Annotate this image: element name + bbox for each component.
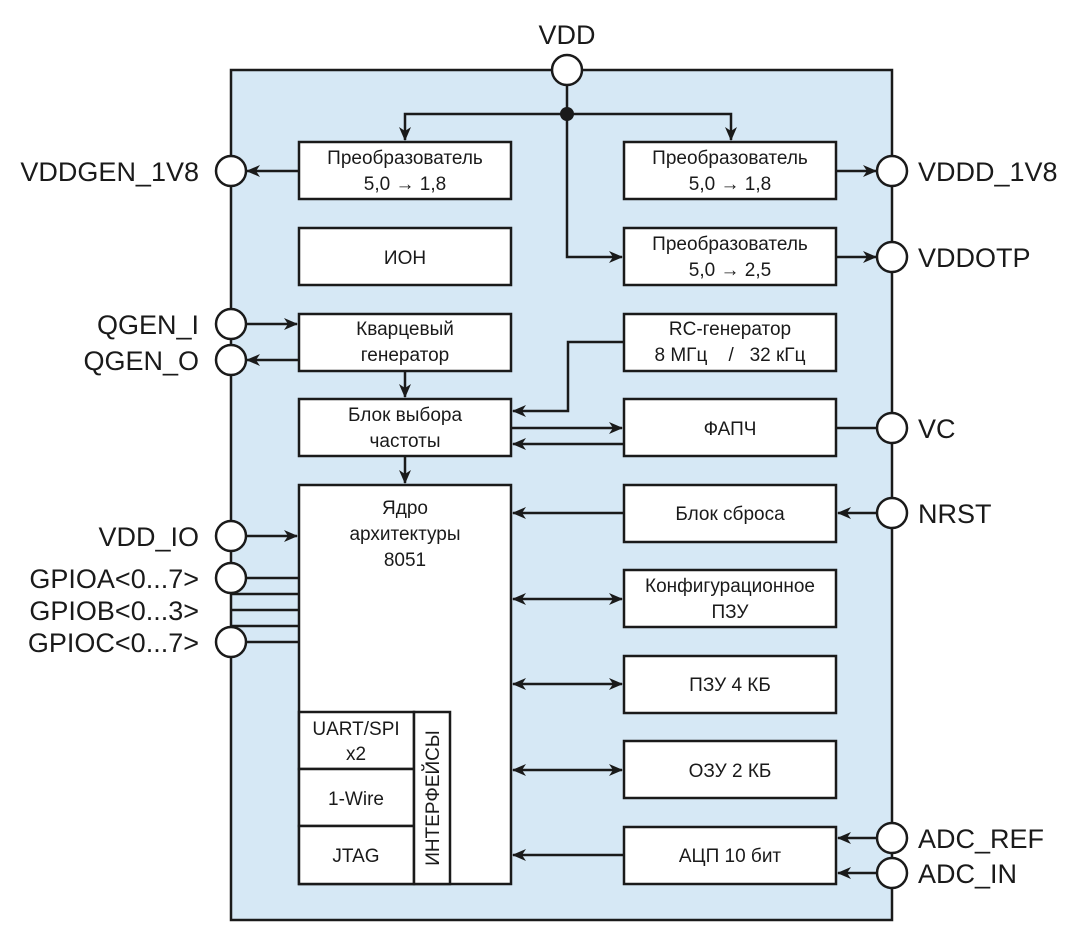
block-ion: ИОН — [297, 226, 513, 287]
block-label: ОЗУ 2 КБ — [689, 761, 772, 782]
interface-label: JTAG — [332, 846, 379, 867]
block-label: ПЗУ 4 КБ — [689, 675, 771, 696]
block-label: ПЗУ — [712, 602, 750, 623]
pin-vdd-io: VDD_IO — [98, 519, 248, 553]
pin-vddotp: VDDOTP — [875, 240, 1031, 274]
block-quartz-generator: Кварцевый генератор — [297, 312, 513, 373]
block-label: Преобразователь — [327, 148, 483, 169]
vdd-to-conv-gen-wire — [399, 112, 567, 141]
pin-vc: VC — [875, 411, 956, 445]
pin-label: VDD_IO — [98, 522, 199, 552]
block-label: Преобразователь — [652, 148, 808, 169]
pin-gpiob: GPIOB<0...3> — [29, 596, 199, 626]
pin-vddd-1v8: VDDD_1V8 — [875, 154, 1058, 188]
interfaces-label-box — [412, 710, 452, 886]
block-converter-d: Преобразователь 5,0 → 1,8 — [622, 140, 838, 201]
block-label: 8051 — [384, 550, 426, 571]
block-label: генератор — [361, 345, 449, 366]
block-label: архитектуры — [349, 524, 460, 545]
interface-jtag — [297, 824, 416, 886]
block-adc: АЦП 10 бит — [622, 825, 838, 886]
block-converter-otp: Преобразователь 5,0 → 2,5 — [622, 226, 838, 287]
pin-label: VDDD_1V8 — [918, 157, 1058, 187]
block-label: Ядро — [382, 498, 428, 519]
block-pll: ФАПЧ — [622, 397, 838, 458]
block-label: Кварцевый — [356, 319, 454, 340]
pin-label: VDDGEN_1V8 — [20, 157, 199, 187]
block-label: 5,0 → 2,5 — [689, 260, 771, 281]
pin-label: ADC_REF — [918, 824, 1044, 854]
pin-label: NRST — [918, 499, 992, 529]
pin-qgen-o: QGEN_O — [83, 343, 248, 377]
pin-gpioc: GPIOC<0...7> — [28, 625, 248, 659]
block-label: ИОН — [384, 248, 426, 269]
block-reset: Блок сброса — [622, 483, 838, 544]
interface-1wire — [297, 767, 416, 828]
pin-qgen-i: QGEN_I — [97, 307, 248, 341]
interfaces-panel: UART/SPI x2 1-Wire JTAG ИНТЕРФЕЙСЫ — [297, 710, 452, 886]
pin-nrst: NRST — [875, 496, 992, 530]
block-label: 5,0 → 1,8 — [364, 174, 446, 195]
pin-label: QGEN_I — [97, 310, 199, 340]
interface-label: x2 — [346, 744, 366, 765]
block-label: Преобразователь — [652, 234, 808, 255]
interface-label: 1-Wire — [328, 789, 384, 810]
pin-label: GPIOB<0...3> — [29, 596, 199, 626]
pin-label: GPIOA<0...7> — [29, 564, 199, 594]
block-rc-generator: RC-генератор 8 МГц / 32 кГц — [622, 312, 838, 373]
block-label: 5,0 → 1,8 — [689, 174, 771, 195]
block-label: Блок сброса — [675, 504, 785, 525]
pin-vddgen-1v8: VDDGEN_1V8 — [20, 154, 248, 188]
pin-label: ADC_IN — [918, 859, 1017, 889]
pin-adc-in: ADC_IN — [875, 856, 1017, 890]
block-label: RC-генератор — [669, 319, 791, 340]
rc-to-select-wire — [512, 340, 624, 417]
block-label: Конфигурационное — [645, 576, 815, 597]
block-label: ФАПЧ — [704, 419, 757, 440]
vdd-to-conv-d-wire — [567, 112, 737, 141]
pin-adc-ref: ADC_REF — [875, 821, 1044, 855]
block-label: частоты — [370, 431, 441, 452]
interfaces-title: ИНТЕРФЕЙСЫ — [422, 730, 444, 865]
block-label: Блок выбора — [348, 405, 462, 426]
vdd-to-conv-otp-wire — [565, 114, 623, 263]
pin-label: QGEN_O — [83, 346, 199, 376]
pin-label: VDDOTP — [918, 243, 1031, 273]
interface-label: UART/SPI — [312, 719, 399, 740]
block-config-rom: Конфигурационное ПЗУ — [622, 568, 838, 629]
junction-dot — [560, 107, 574, 121]
block-ram: ОЗУ 2 КБ — [622, 739, 838, 800]
pin-vdd: VDD — [538, 20, 596, 87]
block-label: 8 МГц / 32 кГц — [655, 345, 806, 366]
pin-label: GPIOC<0...7> — [28, 628, 199, 658]
block-frequency-select: Блок выбора частоты — [297, 397, 513, 458]
pin-label: VDD — [538, 20, 595, 50]
block-rom: ПЗУ 4 КБ — [622, 654, 838, 715]
block-label: АЦП 10 бит — [679, 846, 782, 867]
pin-label: VC — [918, 414, 956, 444]
pin-gpioa: GPIOA<0...7> — [29, 561, 248, 595]
block-converter-gen: Преобразователь 5,0 → 1,8 — [297, 140, 513, 201]
